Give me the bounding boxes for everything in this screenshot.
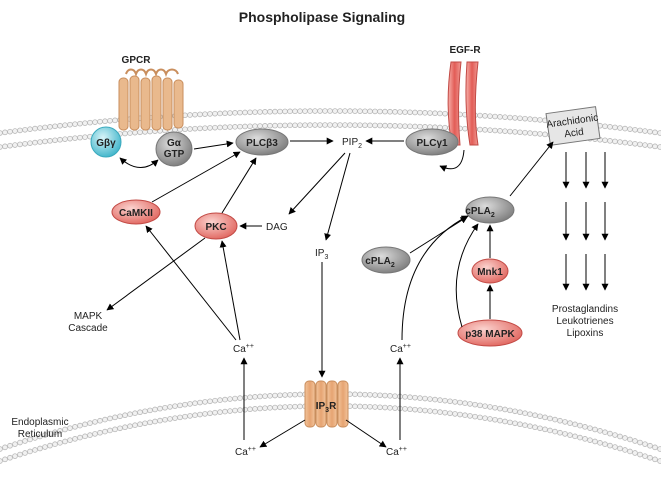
- cpla2-top-node: cPLA2: [465, 196, 515, 224]
- arachidonic-acid-box: Arachidonic Acid: [545, 106, 601, 146]
- ip3-label: IP3: [315, 248, 328, 261]
- dag-label: DAG: [266, 222, 288, 233]
- pathway-arrows: [106, 137, 609, 448]
- er-label-line2: Reticulum: [18, 429, 62, 440]
- ip3r-receptor: IP3R: [304, 380, 349, 428]
- arachidonic-label-line2: Acid: [564, 127, 585, 141]
- cpla2-left-label: cPLA2: [365, 256, 395, 269]
- mapk-cascade-line2: Cascade: [68, 323, 108, 334]
- prostaglandins-label: Prostaglandins: [552, 304, 618, 315]
- arrow-pkc-plcb3: [221, 157, 257, 214]
- ca-cpla2-label: Ca++: [390, 343, 411, 355]
- arrow-camkii-plcb3: [151, 151, 241, 203]
- g-beta-gamma-label: Gβγ: [96, 138, 116, 149]
- g-alpha-label: Gα: [167, 138, 182, 149]
- plc-beta3-label: PLCβ3: [246, 138, 278, 149]
- er-label-line1: Endoplasmic: [11, 417, 68, 428]
- pip2-label-group: PIP2: [342, 137, 362, 150]
- arrow-ip3r-ca-left: [259, 419, 306, 448]
- cpla2-left-node: cPLA2: [361, 246, 411, 274]
- mapk-cascade-line1: MAPK: [74, 311, 103, 322]
- arrow-gby-galpha: [119, 157, 159, 168]
- mnk1-label: Mnk1: [477, 267, 503, 278]
- arrow-egfr-plcg1: [439, 149, 465, 172]
- arrow-cpla2-left-top: [409, 216, 468, 254]
- p38-mapk-label: p38 MAPK: [465, 329, 515, 340]
- ca-er-left-label: Ca++: [235, 446, 256, 458]
- arrow-ca-cpla2: [401, 215, 469, 341]
- gtp-label: GTP: [164, 149, 185, 160]
- arrow-p38-cpla2: [455, 223, 479, 328]
- gpcr-receptor: GPCR: [118, 55, 184, 131]
- pip2-label: PIP2: [342, 137, 362, 150]
- camkii-label: CaMKII: [119, 208, 153, 219]
- gpcr-label: GPCR: [122, 55, 152, 66]
- arrow-ca-pkc: [219, 240, 241, 341]
- p38-mapk-node: p38 MAPK: [457, 319, 523, 347]
- plc-beta3-node: PLCβ3: [235, 128, 289, 156]
- leukotrienes-label: Leukotrienes: [556, 316, 613, 327]
- lipoxins-label: Lipoxins: [567, 328, 604, 339]
- arrow-ip3r-ca-right: [345, 419, 387, 448]
- cpla2-top-label: cPLA2: [465, 206, 495, 219]
- arrow-pip2-dag: [288, 152, 346, 215]
- ca-pkc-label: Ca++: [233, 343, 254, 355]
- g-alpha-gtp-node: Gα GTP: [155, 131, 193, 167]
- ca-er-right-label: Ca++: [386, 446, 407, 458]
- diagram-title: Phospholipase Signaling: [239, 9, 405, 25]
- mnk1-node: Mnk1: [471, 258, 509, 284]
- pkc-label: PKC: [205, 222, 226, 233]
- plc-gamma1-label: PLCγ1: [416, 138, 448, 149]
- arachidonic-cascade-arrows: [562, 152, 609, 291]
- arrow-pkc-mapk: [106, 237, 206, 311]
- plc-gamma1-node: PLCγ1: [405, 128, 459, 156]
- pkc-node: PKC: [194, 212, 238, 240]
- camkii-node: CaMKII: [111, 199, 161, 225]
- g-beta-gamma-node: Gβγ: [90, 126, 122, 158]
- egfr-label: EGF-R: [449, 45, 481, 56]
- arrow-ca-camkii: [145, 225, 237, 341]
- arrow-cpla2-arachidonic: [509, 141, 554, 197]
- arrow-pip2-ip3: [324, 152, 351, 241]
- ip3r-label: IP3R: [316, 401, 337, 414]
- egfr-receptor: EGF-R: [447, 45, 481, 146]
- arrow-galpha-plcb3: [193, 140, 234, 150]
